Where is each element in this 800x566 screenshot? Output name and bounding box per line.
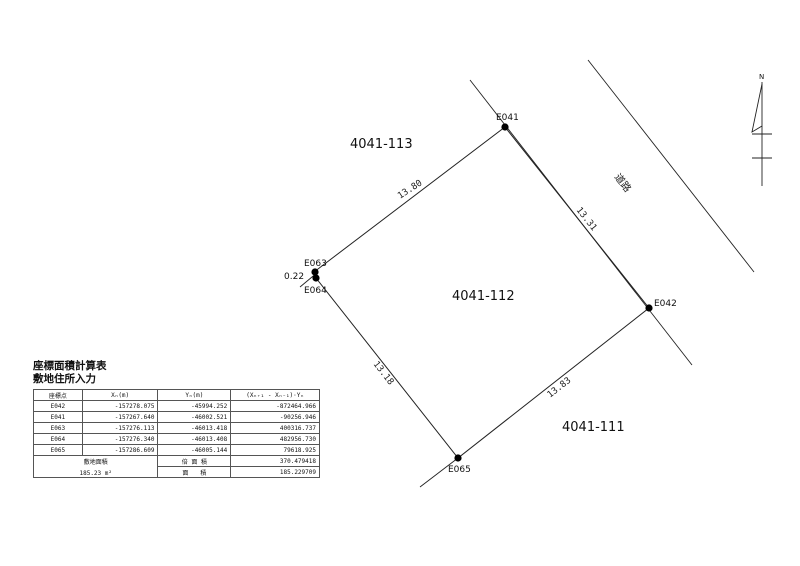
header-point: 座標点 — [33, 389, 83, 401]
row-product: 79618.925 — [230, 444, 320, 456]
double-area-value: 370.479418 — [230, 455, 320, 467]
table-row: E064 -157276.340 -46013.408 482956.730 — [33, 433, 320, 445]
header-y: Yₙ(m) — [157, 389, 232, 401]
row-x: -157276.113 — [81, 422, 159, 434]
north-label: N — [759, 73, 764, 81]
site-area-label: 敷地面積 — [83, 458, 108, 466]
row-x: -157286.609 — [81, 444, 159, 456]
row-y: -46013.418 — [157, 422, 232, 434]
road-edge-line-outer — [587, 59, 755, 273]
row-product: 482956.730 — [230, 433, 320, 445]
table-summary-row: 面 積 185.229709 — [34, 466, 320, 478]
site-area-value: 185.23 m² — [79, 469, 112, 477]
header-product: (Xₙ₊₁ - Xₙ₋₁)·Yₙ — [230, 389, 320, 401]
road-label: 道路 — [612, 171, 635, 195]
row-x: -157276.340 — [81, 433, 159, 445]
area-label: 面 積 — [157, 466, 232, 478]
row-x: -157267.640 — [81, 411, 159, 423]
row-y: -46005.144 — [157, 444, 232, 456]
north-arrow-icon: N — [751, 73, 772, 186]
row-product: -872464.966 — [230, 400, 320, 412]
calc-table-title: 座標面積計算表 — [33, 360, 107, 372]
row-y: -45994.252 — [157, 400, 232, 412]
row-y: -46002.521 — [157, 411, 232, 423]
row-product: 400316.737 — [230, 422, 320, 434]
survey-point-e041[interactable] — [501, 123, 509, 131]
coordinate-area-table: 座標点 Xₙ(m) Yₙ(m) (Xₙ₊₁ - Xₙ₋₁)·Yₙ E042 -1… — [32, 389, 320, 478]
table-row: E041 -157267.640 -46002.521 -90256.946 — [33, 411, 320, 423]
site-address-title: 敷地住所入力 — [33, 373, 96, 385]
area-calculation-panel: 座標面積計算表 敷地住所入力 座標点 Xₙ(m) Yₙ(m) (Xₙ₊₁ - X… — [32, 360, 323, 478]
table-summary-row: 敷地面積 185.23 m² 倍 面 積 370.479418 — [32, 455, 320, 478]
survey-point-e042[interactable] — [645, 304, 653, 312]
header-x: Xₙ(m) — [81, 389, 159, 401]
table-row: E042 -157278.075 -45994.252 -872464.966 — [33, 400, 320, 412]
point-label-e041: E041 — [496, 113, 519, 123]
dimension-e063-e041: 13.80 — [396, 178, 424, 201]
survey-point-e065[interactable] — [454, 454, 462, 462]
table-header-row: 座標点 Xₙ(m) Yₙ(m) (Xₙ₊₁ - Xₙ₋₁)·Yₙ — [33, 389, 320, 401]
point-label-e065: E065 — [448, 465, 471, 475]
table-row: E065 -157286.609 -46005.144 79618.925 — [33, 444, 320, 456]
point-label-e063: E063 — [304, 259, 327, 269]
row-point: E064 — [33, 433, 83, 445]
point-label-e064: E064 — [304, 286, 327, 296]
offset-dimension-label: 0.22 — [284, 272, 304, 282]
area-value: 185.229709 — [230, 466, 320, 478]
row-y: -46013.408 — [157, 433, 232, 445]
row-point: E041 — [33, 411, 83, 423]
row-point: E065 — [33, 444, 83, 456]
survey-point-e064[interactable] — [312, 274, 320, 282]
site-area-cell: 敷地面積 185.23 m² — [32, 455, 159, 478]
dimension-e042-e065: 13.83 — [546, 376, 574, 401]
parcel-boundary — [313, 126, 650, 459]
parcel-label-main: 4041-112 — [452, 289, 515, 304]
row-product: -90256.946 — [230, 411, 320, 423]
row-point: E042 — [33, 400, 83, 412]
survey-point-e063[interactable] — [311, 268, 319, 276]
parcel-label-north: 4041-113 — [350, 137, 413, 152]
row-point: E063 — [33, 422, 83, 434]
table-row: E063 -157276.113 -46013.418 400316.737 — [33, 422, 320, 434]
south-neighbor-boundary-extension — [419, 457, 459, 488]
parcel-label-south: 4041-111 — [562, 420, 625, 435]
point-label-e042: E042 — [654, 299, 677, 309]
double-area-label: 倍 面 積 — [157, 455, 232, 467]
row-x: -157278.075 — [81, 400, 159, 412]
